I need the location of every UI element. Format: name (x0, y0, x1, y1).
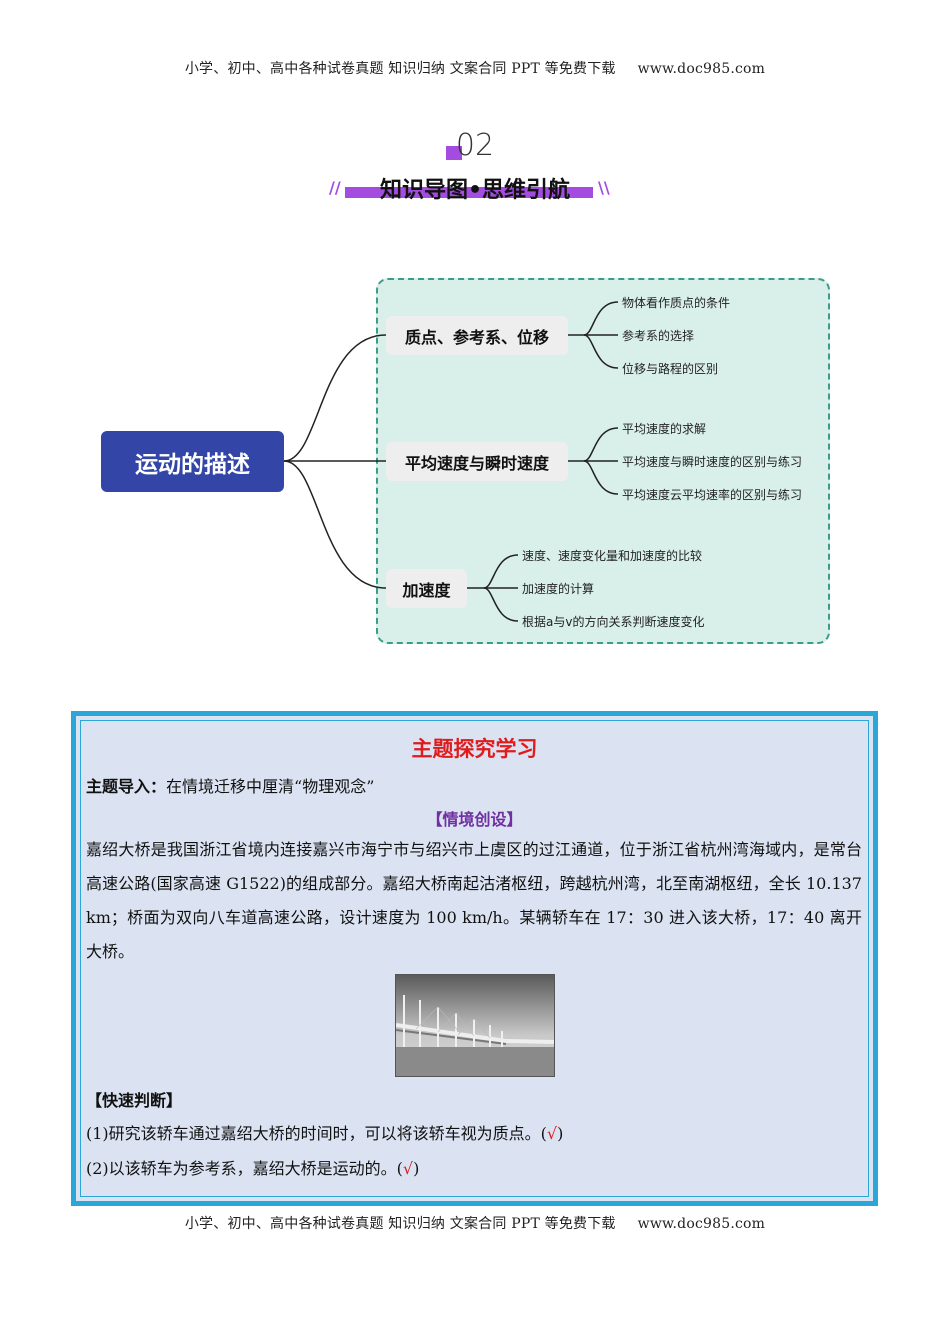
connector-b1-leaf1 (583, 301, 619, 336)
judgement-item: (2)以该轿车为参考系，嘉绍大桥是运动的。(√) (86, 1155, 419, 1179)
page-footer: 小学、初中、高中各种试卷真题 知识归纳 文案合同 PPT 等免费下载 www.do… (0, 1213, 950, 1233)
study-box (71, 711, 878, 1206)
judgement-text: (1)研究该轿车通过嘉绍大桥的时间时，可以将该轿车视为质点。( (86, 1124, 547, 1143)
mindmap-branch-velocity: 平均速度与瞬时速度 (386, 442, 568, 481)
connector-b1-leaf3 (583, 334, 619, 369)
footer-text: 小学、初中、高中各种试卷真题 知识归纳 文案合同 PPT 等免费下载 (184, 1216, 616, 1232)
topic-intro-text: 在情境迁移中厘清“物理观念” (166, 777, 375, 796)
bridge-photo (395, 974, 555, 1077)
section-number-accent (446, 146, 462, 160)
judgement-text: (2)以该轿车为参考系，嘉绍大桥是运动的。( (86, 1159, 403, 1178)
topic-intro-label: 主题导入： (86, 777, 167, 796)
mindmap-branch-particle: 质点、参考系、位移 (386, 316, 568, 355)
scenario-paragraph: 嘉绍大桥是我国浙江省境内连接嘉兴市海宁市与绍兴市上虞区的过江通道，位于浙江省杭州… (86, 840, 862, 961)
section-title-highlight (345, 187, 593, 198)
scenario-heading: 【情境创设】 (426, 810, 523, 829)
section-number: 02 (455, 128, 495, 163)
study-title: 主题探究学习 (411, 737, 538, 761)
section-title: 知识导图•思维引航 (379, 178, 571, 203)
quick-judgement-heading: 【快速判断】 (86, 1091, 183, 1110)
check-mark: √ (402, 1159, 414, 1178)
judgement-close: ) (413, 1159, 420, 1178)
mindmap-leaf: 平均速度的求解 (622, 422, 707, 436)
judgement-item: (1)研究该轿车通过嘉绍大桥的时间时，可以将该轿车视为质点。(√) (86, 1120, 563, 1144)
mindmap-root: 运动的描述 (101, 431, 284, 492)
mindmap-leaf: 位移与路程的区别 (622, 362, 719, 376)
connector-b3-leaf1 (483, 554, 519, 589)
mindmap-leaf: 参考系的选择 (622, 329, 695, 343)
mindmap-branch-acceleration: 加速度 (386, 569, 467, 608)
connector-b3-leaf3 (483, 587, 519, 622)
connector-root-branch-3 (283, 460, 387, 589)
left-slash-decoration: // (329, 178, 341, 197)
mindmap-leaf: 平均速度云平均速率的区别与练习 (622, 488, 803, 502)
mindmap-leaf: 速度、速度变化量和加速度的比较 (522, 549, 703, 563)
page-header: 小学、初中、高中各种试卷真题 知识归纳 文案合同 PPT 等免费下载 www.do… (0, 58, 950, 78)
connector-b2-leaf3 (583, 460, 619, 495)
study-box-inner-border (80, 720, 869, 1197)
mindmap-leaf: 平均速度与瞬时速度的区别与练习 (622, 455, 803, 469)
connector-root-branch-1 (283, 334, 387, 462)
check-mark: √ (546, 1124, 558, 1143)
mindmap-leaf: 根据a与v的方向关系判断速度变化 (522, 615, 705, 629)
header-text: 小学、初中、高中各种试卷真题 知识归纳 文案合同 PPT 等免费下载 (184, 61, 616, 77)
connector-b2-leaf1 (583, 427, 619, 462)
header-site[interactable]: www.doc985.com (637, 61, 766, 77)
topic-intro: 主题导入：在情境迁移中厘清“物理观念” (86, 773, 374, 797)
mindmap-leaf: 加速度的计算 (522, 582, 595, 596)
mindmap-connectors (283, 301, 619, 622)
judgement-close: ) (557, 1124, 564, 1143)
mindmap-leaf: 物体看作质点的条件 (622, 296, 731, 310)
footer-site[interactable]: www.doc985.com (637, 1216, 766, 1232)
right-slash-decoration: \\ (598, 178, 610, 197)
